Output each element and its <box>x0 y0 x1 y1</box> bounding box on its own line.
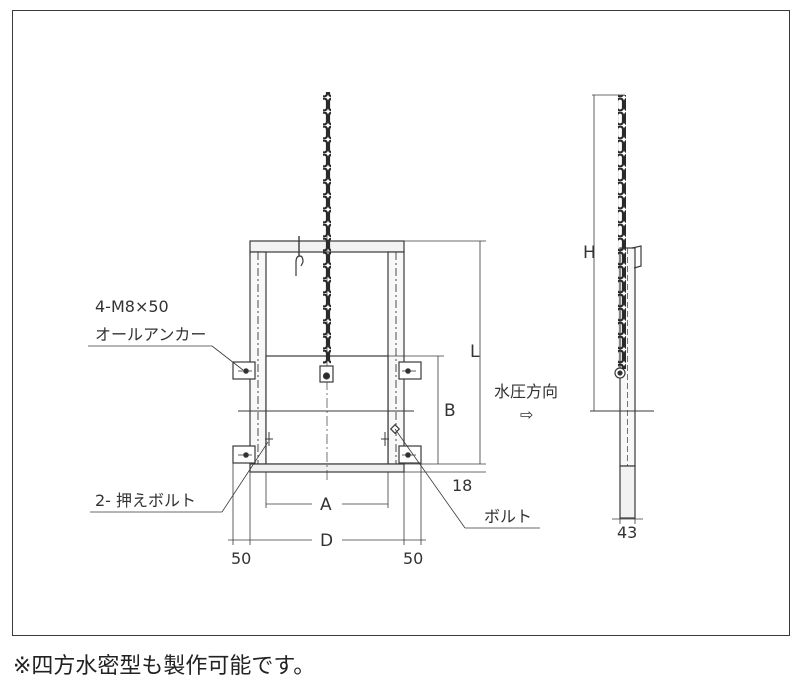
footnote: ※四方水密型も製作可能です。 <box>13 654 316 679</box>
drawing-frame <box>12 10 790 636</box>
side-lifting-chain <box>618 95 626 369</box>
water-pressure-arrow-icon: ⇨ <box>520 405 533 424</box>
front-view <box>232 236 422 480</box>
lifting-chain <box>323 92 331 364</box>
dimension-43-label: 43 <box>617 523 637 542</box>
side-base <box>619 465 636 519</box>
side-dimension-lines <box>592 94 643 524</box>
anchor-spec-label: 4-M8×50 <box>95 297 169 316</box>
water-pressure-label: 水圧方向 <box>494 382 558 401</box>
anchor-name-label: オールアンカー <box>95 325 206 344</box>
dimension-L-label: L <box>470 342 480 362</box>
dimension-50-right-label: 50 <box>403 549 423 568</box>
dimension-D-label: D <box>320 531 333 551</box>
dimension-50-left-label: 50 <box>231 549 251 568</box>
front-dimension-lines <box>88 240 540 545</box>
dimension-H-label: H <box>583 243 596 263</box>
dimension-A-label: A <box>320 495 332 515</box>
dimension-B-label: B <box>444 401 456 421</box>
pressing-bolt-label: 2- 押えボルト <box>95 491 196 510</box>
bolt-label: ボルト <box>484 507 532 526</box>
dimension-18-label: 18 <box>452 476 472 495</box>
